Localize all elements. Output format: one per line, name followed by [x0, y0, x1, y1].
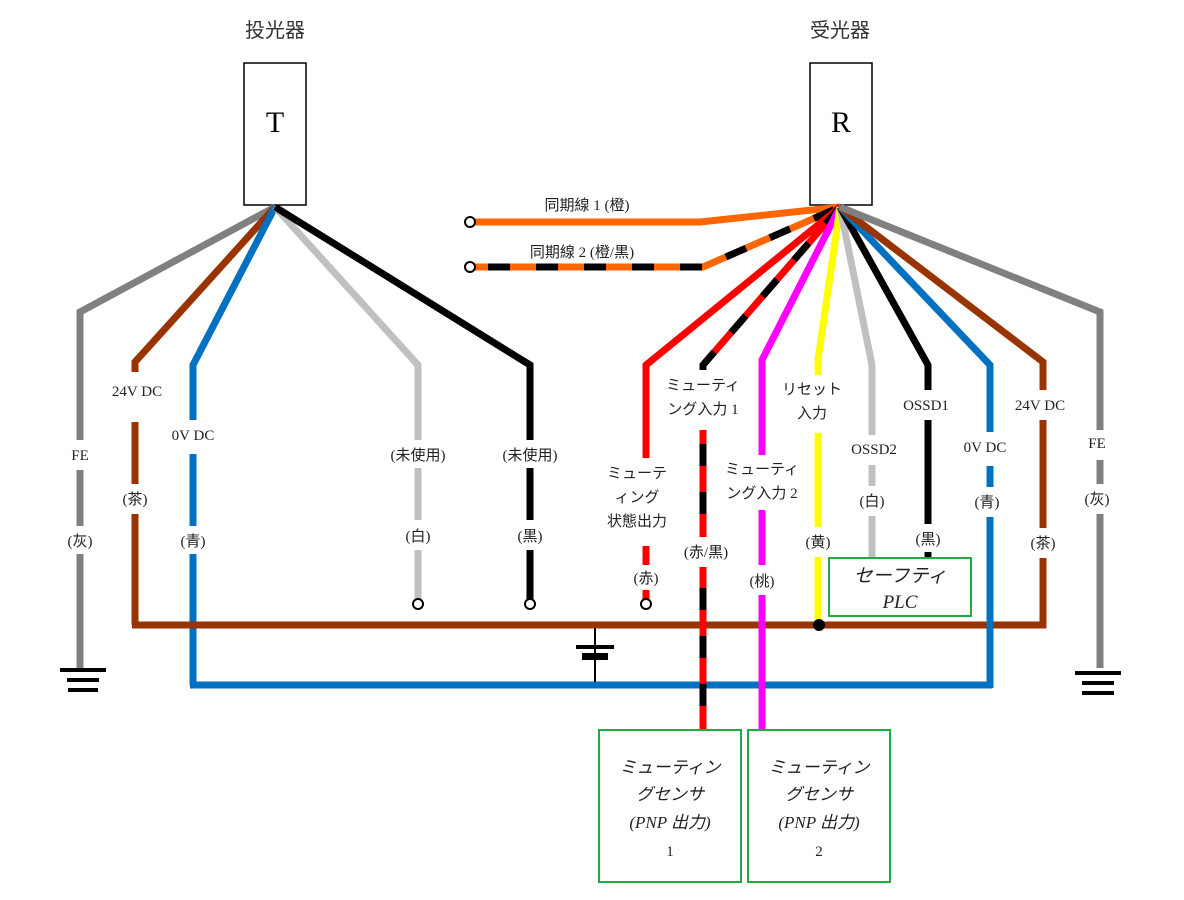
- emitter-0v-color: (青): [181, 533, 206, 550]
- muting-in2-color: (桃): [750, 573, 775, 590]
- emitter-white-label: (未使用): [391, 447, 446, 464]
- wire-0v: [837, 204, 994, 688]
- wire-muting-in1-stripe: [699, 204, 843, 730]
- safety-plc-line2: PLC: [882, 592, 918, 613]
- wire-fe: [838, 203, 1104, 668]
- emitter-fe-color: (灰): [68, 533, 93, 550]
- muting-in1-label-1: ミューティ: [666, 378, 740, 394]
- receiver-title: 受光器: [810, 19, 870, 42]
- reset-label-1: リセット: [782, 382, 842, 398]
- junction-reset: [813, 619, 825, 631]
- emitter-letter: T: [266, 106, 284, 139]
- sync-1-label: 同期線 1 (橙): [545, 197, 630, 214]
- muting-status-color: (赤): [634, 570, 659, 587]
- reset-label-2: 入力: [797, 405, 827, 422]
- sensor-1-line2: グセンサ: [636, 785, 706, 804]
- muting-status-label-3: 状態出力: [607, 513, 667, 530]
- receiver-box: [809, 62, 873, 206]
- sync-1-terminal: [464, 216, 476, 228]
- muting-in2-label-1: ミューティ: [725, 462, 799, 478]
- ossd2-color: (白): [860, 493, 885, 510]
- emitter-0v-label: 0V DC: [172, 428, 215, 444]
- wire-ossd1: [836, 205, 932, 558]
- emitter-fe-label: FE: [71, 448, 89, 464]
- muting-sensor-1: ミューティン グセンサ (PNP 出力) 1: [598, 729, 742, 883]
- emitter-wire-0v: [189, 205, 279, 685]
- emitter-wire-24v: [131, 204, 278, 625]
- ossd1-label: OSSD1: [903, 398, 949, 414]
- receiver-fe-label: FE: [1088, 436, 1106, 452]
- sensor-1-line3: (PNP 出力): [629, 813, 711, 832]
- receiver-0v-label: 0V DC: [964, 440, 1007, 456]
- terminal-white: [412, 598, 424, 610]
- terminal-black: [524, 598, 536, 610]
- reset-color: (黄): [806, 534, 831, 551]
- emitter-black-color: (黒): [518, 529, 543, 545]
- muting-sensor-2: ミューティン グセンサ (PNP 出力) 2: [747, 729, 891, 883]
- receiver-fe-color: (灰): [1085, 491, 1110, 508]
- sensor-1-line1: ミューティン: [620, 758, 722, 777]
- battery-icon: [576, 628, 614, 682]
- sync-2-label: 同期線 2 (橙/黒): [530, 244, 634, 261]
- emitter-white-color: (白): [406, 528, 431, 545]
- emitter-box: [243, 62, 307, 206]
- sync-wire-2-stripe: [480, 203, 842, 271]
- emitter-24v-color: (茶): [123, 491, 148, 508]
- sync-wire-1: [470, 203, 841, 226]
- sensor-2-number: 2: [815, 844, 823, 860]
- terminal-muting-status: [640, 598, 652, 610]
- muting-in1-label-2: ング入力 1: [667, 401, 738, 418]
- ground-icon-left: [60, 668, 106, 692]
- sensor-2-line1: ミューティン: [769, 758, 871, 777]
- receiver-letter: R: [831, 106, 851, 139]
- emitter-24v-label: 24V DC: [112, 384, 162, 400]
- receiver-24v-label: 24V DC: [1015, 398, 1065, 414]
- muting-in1-color: (赤/黒): [684, 544, 728, 561]
- sensor-1-number: 1: [666, 844, 674, 860]
- safety-plc-line1: セーフティ: [854, 566, 947, 587]
- emitter-title: 投光器: [245, 19, 305, 42]
- muting-status-label-2: ィング: [614, 489, 659, 506]
- ossd1-color: (黒): [916, 532, 941, 548]
- ossd2-label: OSSD2: [851, 442, 897, 458]
- ground-icon-right: [1075, 671, 1121, 695]
- sensor-2-line2: グセンサ: [785, 785, 855, 804]
- muting-in2-label-2: ング入力 2: [726, 485, 797, 502]
- sync-2-terminal: [464, 261, 476, 273]
- emitter-black-label: (未使用): [503, 447, 558, 464]
- sensor-2-line3: (PNP 出力): [778, 813, 860, 832]
- wire-muting-in2: [758, 205, 844, 730]
- safety-plc-box: [828, 557, 972, 617]
- receiver-0v-color: (青): [975, 494, 1000, 511]
- receiver-24v-color: (茶): [1031, 535, 1056, 552]
- muting-status-label-1: ミューテ: [607, 466, 667, 482]
